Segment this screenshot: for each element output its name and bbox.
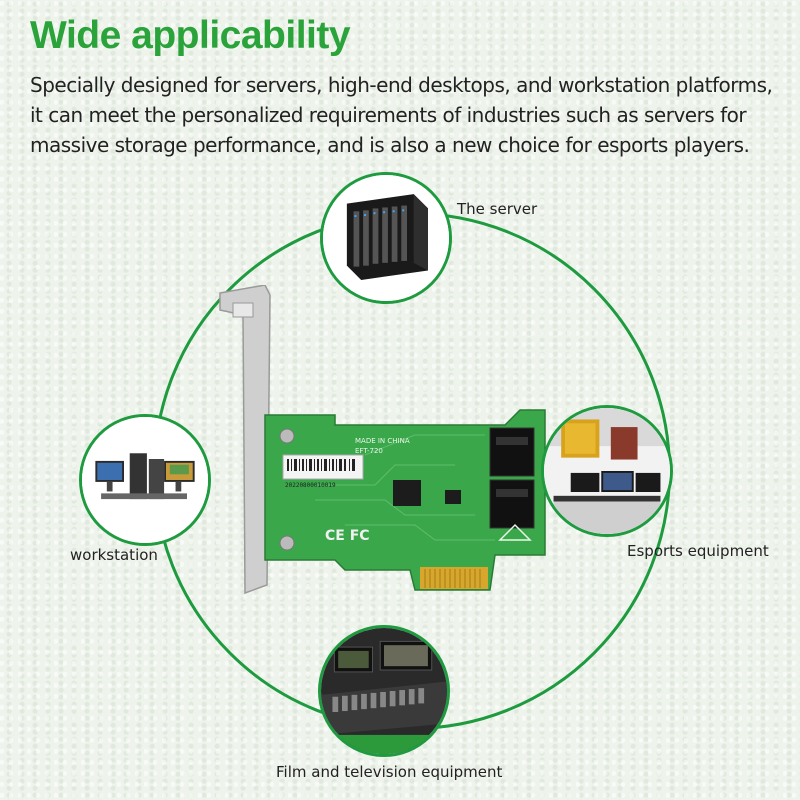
workstation-label: workstation <box>70 546 158 564</box>
description-text: Specially designed for servers, high-end… <box>30 73 773 157</box>
esports-image <box>541 405 673 537</box>
model-label: EFT-720 <box>355 447 383 455</box>
film-television-label: Film and television equipment <box>276 763 503 781</box>
made-in-label: MADE IN CHINA <box>355 437 410 445</box>
sata-expansion-card-image: MADE IN CHINA EFT-720 20220800010019 CE … <box>215 284 555 595</box>
page-title: Wide applicability <box>30 14 351 57</box>
server-label: The server <box>457 200 538 218</box>
workstation-image <box>79 414 211 546</box>
esports-label: Esports equipment <box>627 542 769 560</box>
cert-marks: CE FC <box>325 528 370 544</box>
serial-label: 20220800010019 <box>285 482 336 489</box>
film-television-image <box>318 625 450 757</box>
server-image <box>320 172 452 304</box>
